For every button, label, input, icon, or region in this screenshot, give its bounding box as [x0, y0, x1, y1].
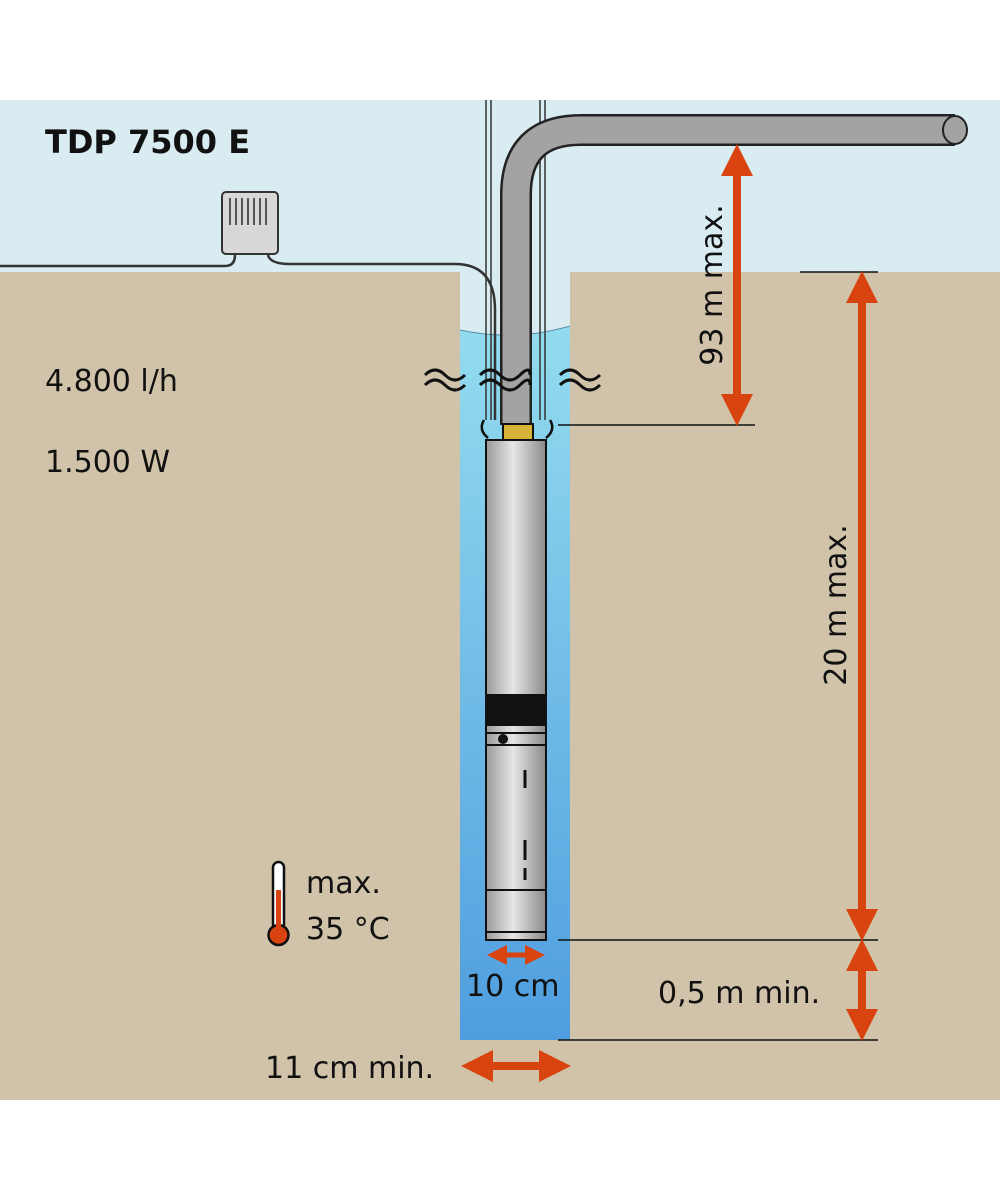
submersible-pump: [480, 419, 554, 941]
pump-diameter-label: 10 cm: [466, 969, 559, 1004]
dimension-arrows: [461, 144, 878, 1082]
well-diameter-label: 11 cm min.: [265, 1051, 434, 1086]
product-title: TDP 7500 E: [45, 123, 250, 161]
thermometer-icon: [267, 860, 290, 947]
ground-left: [0, 272, 460, 1100]
bottom-clearance-label: 0,5 m min.: [658, 976, 820, 1011]
power-rating: 1.500 W: [45, 445, 170, 480]
riser-pipe: [500, 114, 968, 425]
power-cables: [0, 100, 546, 420]
immersion-depth-label: 20 m max.: [819, 524, 854, 685]
temperature-value: 35 °C: [306, 912, 390, 947]
head-height-label: 93 m max.: [695, 204, 730, 365]
temperature-label: max.: [306, 866, 381, 901]
ground-right: [570, 272, 1000, 1100]
flow-rate: 4.800 l/h: [45, 364, 178, 399]
control-box-icon: [221, 191, 279, 255]
water-wave-icons: [423, 368, 602, 392]
